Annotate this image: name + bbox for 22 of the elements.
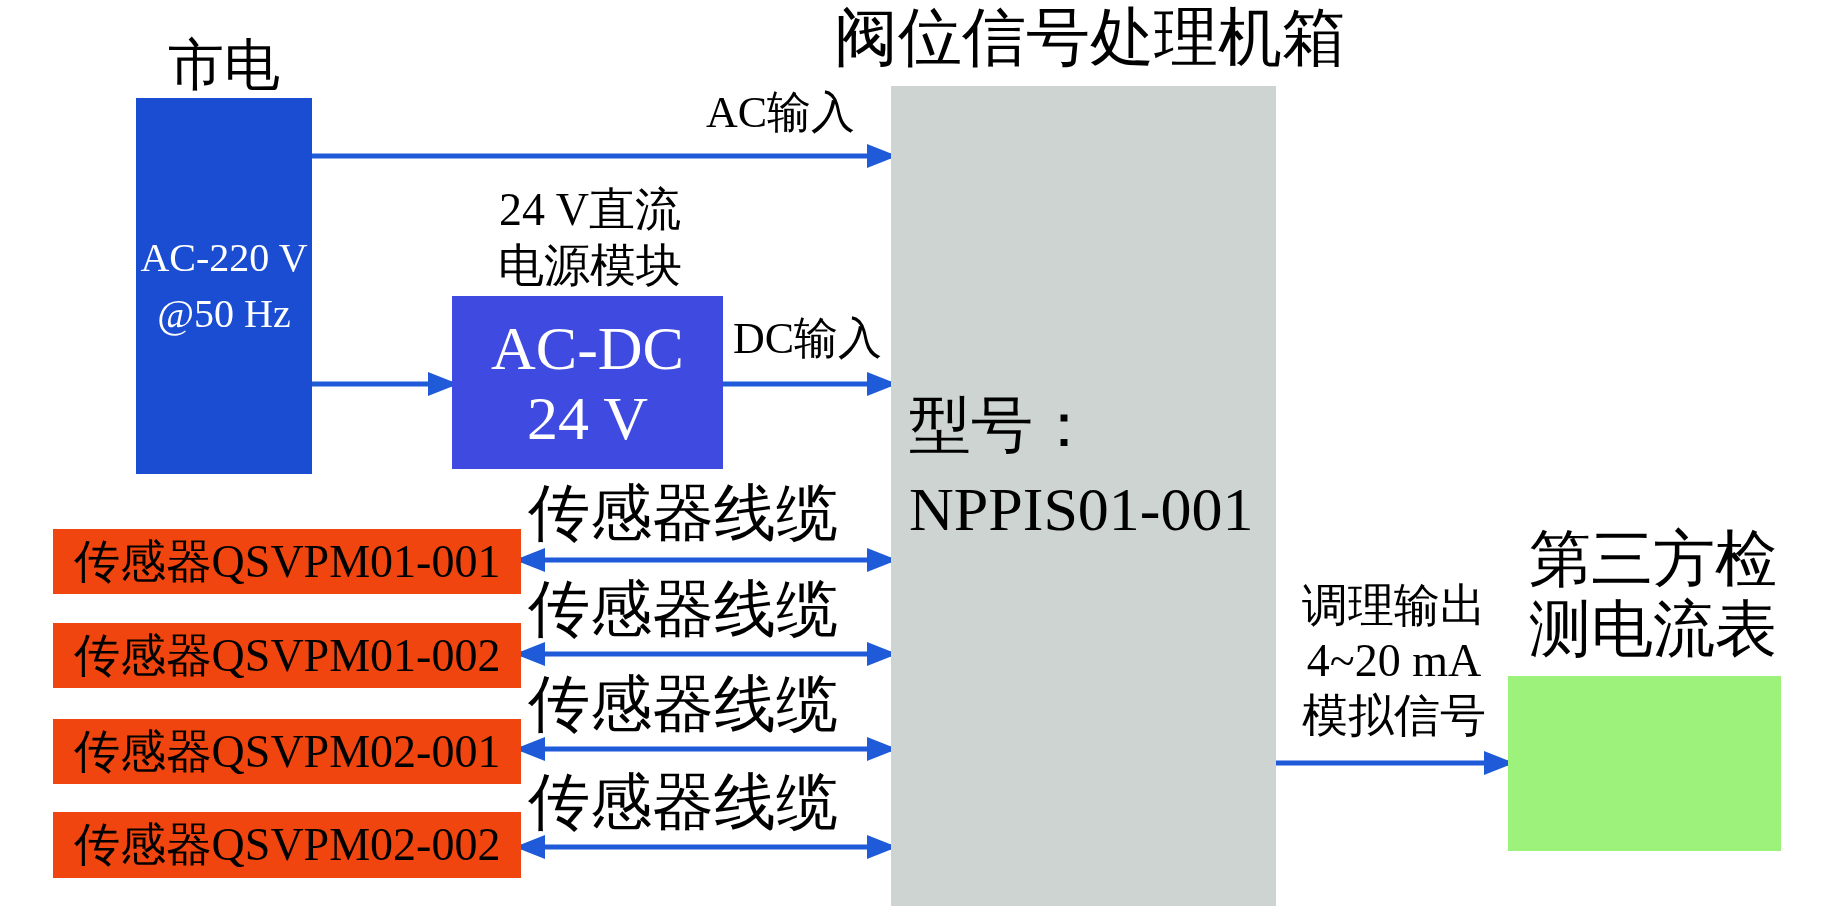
edge-label: AC输入 [706,90,857,136]
sensor-box [53,623,521,688]
edge-label: 传感器线缆 [528,576,839,642]
box-title: 第三方检测电流表 [1528,524,1778,664]
box-text: AC-220 V @50 Hz [139,234,309,338]
sensor-label: 传感器QSVPM01-001 [73,534,501,589]
sensor-label: 传感器QSVPM02-001 [73,724,501,779]
box-title: 24 V直流电源模块 [497,183,683,293]
sensor-box [53,812,521,878]
edge-label: 传感器线缆 [528,769,839,835]
sensor-label: 传感器QSVPM02-002 [73,818,501,872]
edge-label: 传感器线缆 [528,671,839,737]
box-title: 市电 [168,34,280,96]
edge-label: DC输入 [733,316,884,362]
sensor-box [53,529,521,594]
box-title: 阀位信号处理机箱 [834,1,1346,75]
edge-label: 传感器线缆 [528,480,839,546]
sensor-label: 传感器QSVPM01-002 [73,628,501,683]
sensor-box [53,719,521,784]
box-text: AC-DC 24 V [490,312,685,453]
box-text: 型号：NPPIS01-001 [909,390,1255,545]
edge-label: 调理输出4~20 mA模拟信号 [1301,579,1487,743]
